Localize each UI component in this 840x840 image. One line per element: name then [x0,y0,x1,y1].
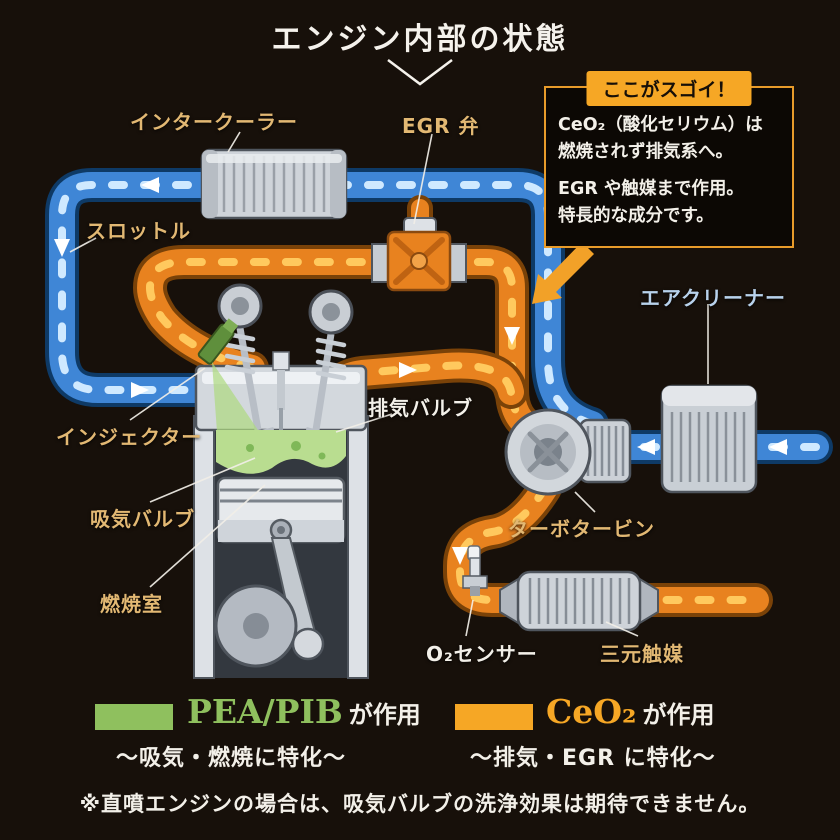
leader-lines [69,131,709,637]
footnote: ※直噴エンジンの場合は、吸気バルブの洗浄効果は期待できません。 [79,792,761,816]
engine-illustration [193,283,369,679]
legend-pea-substance: PEA/PIB [187,692,343,731]
callout-line: 燃焼されず排気系へ。 [558,142,733,162]
title-pointer-icon [387,59,453,86]
combustion-chamber-fill [216,430,346,474]
label-intake-valve: 吸気バルブ [90,507,195,531]
label-turbo-turbine: ターボタービン [508,517,655,541]
intercooler-illustration [200,148,348,220]
label-intercooler: インタークーラー [130,110,298,134]
page-title: エンジン内部の状態 [271,22,569,57]
label-egr-valve: EGR 弁 [402,114,480,138]
label-catalyst: 三元触媒 [600,642,684,666]
callout-body: CeO₂（酸化セリウム）は 燃焼されず排気系へ。 EGR や触媒まで作用。 特長… [546,88,792,230]
legend-ceo2: CeO₂ が作用 [546,692,714,731]
flow-arrow-icons [54,177,787,565]
egr-valve-illustration [371,217,467,292]
legend-swatch-orange [455,704,533,730]
injector-spray [212,362,262,446]
callout-tab: ここがスゴイ！ [586,71,752,106]
turbo-illustration [504,408,632,496]
label-combustion-chamber: 燃焼室 [100,592,163,616]
o2-sensor-illustration [462,545,488,596]
air-cleaner-illustration [660,384,758,494]
label-air-cleaner: エアクリーナー [640,286,786,310]
legend-ceo2-suffix: が作用 [642,701,715,729]
legend-swatch-green [95,704,173,730]
label-throttle: スロットル [86,219,191,243]
callout-arrow-icon [532,242,594,304]
callout-box: ここがスゴイ！ CeO₂（酸化セリウム）は 燃焼されず排気系へ。 EGR や触媒… [544,71,794,248]
catalyst-illustration [499,570,659,632]
injector-illustration [197,318,239,365]
callout-line: 特長的な成分です。 [558,206,714,226]
label-exhaust-valve: 排気バルブ [368,396,473,420]
legend-pea-note: 〜吸気・燃焼に特化〜 [116,746,347,771]
callout-line: EGR や触媒まで作用。 [558,179,744,199]
legend-pea: PEA/PIB が作用 [187,692,421,731]
callout-line: CeO₂（酸化セリウム）は [558,115,763,135]
label-o2-sensor: O₂センサー [426,642,538,666]
legend-ceo2-substance: CeO₂ [546,692,637,731]
legend-ceo2-note: 〜排気・EGR に特化〜 [470,746,716,771]
valve-spring [224,331,347,381]
legend-pea-suffix: が作用 [348,701,421,729]
label-injector: インジェクター [56,425,203,449]
